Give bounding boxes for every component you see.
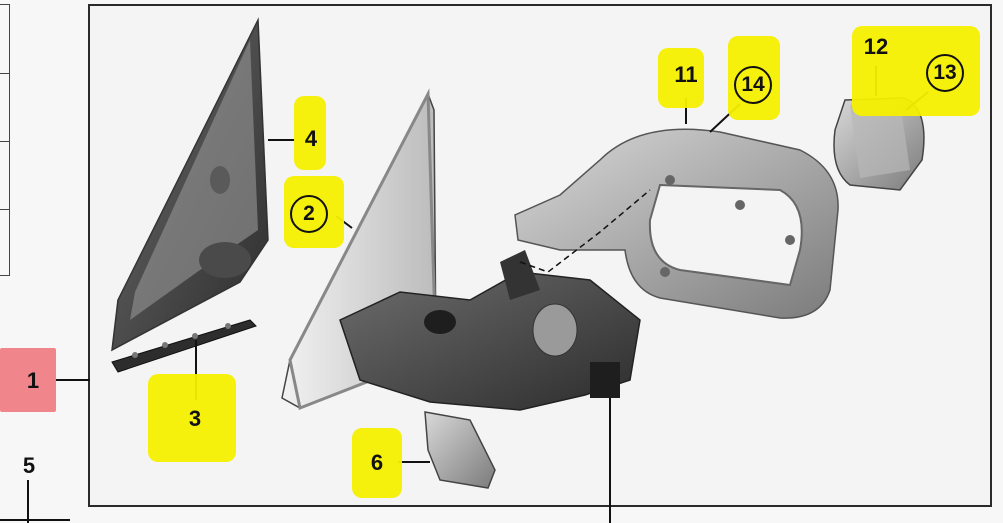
callout-14: 14 [734, 66, 772, 104]
part-3-trim-strip [111, 319, 257, 373]
mirror-actuator-shape [339, 250, 641, 411]
table-row [0, 209, 10, 210]
callout-3: 3 [188, 406, 202, 431]
highlight-mark-pink [0, 348, 56, 412]
table-row [0, 141, 10, 142]
callout-2: 2 [290, 195, 328, 233]
part-6-small-cover [424, 411, 496, 489]
callout-4: 4 [304, 126, 318, 151]
highlight-mark [148, 374, 236, 462]
callout-5: 5 [22, 453, 36, 478]
part-11-housing-frame [514, 128, 839, 319]
table-row [0, 73, 10, 74]
callout-13: 13 [926, 54, 964, 92]
callout-11: 11 [674, 62, 698, 87]
highlight-mark [352, 428, 402, 498]
callout-12: 12 [863, 34, 889, 59]
callout-6: 6 [370, 450, 384, 475]
highlight-mark [294, 96, 326, 170]
dashed-connector [519, 189, 651, 273]
side-table-fragment [0, 4, 10, 276]
part-4-cover-shape [111, 17, 269, 352]
callout-1: 1 [26, 368, 40, 393]
highlight-mark [658, 48, 704, 108]
